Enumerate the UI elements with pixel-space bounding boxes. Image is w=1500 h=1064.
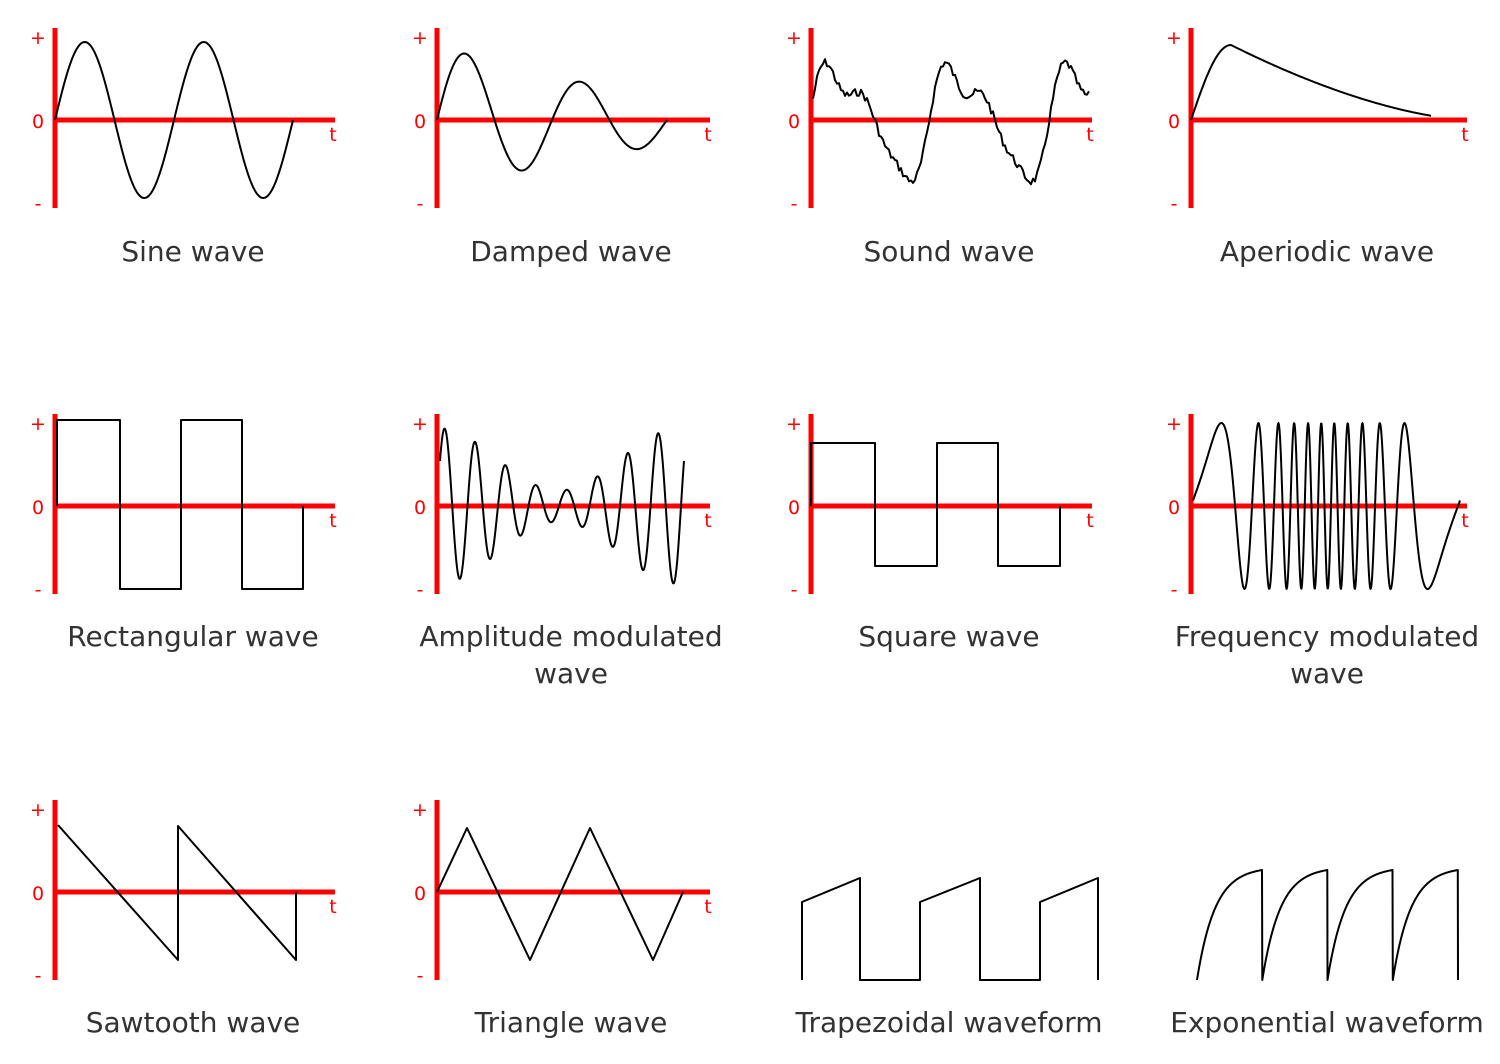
axis-label-minus: -: [417, 579, 424, 601]
axis-label-minus: -: [791, 193, 798, 215]
axis-label-zero: 0: [414, 111, 426, 133]
axis-label-time: t: [329, 510, 336, 532]
panel-title: Amplitude modulated: [419, 620, 722, 653]
axis-label-zero: 0: [1168, 111, 1180, 133]
panel-title: Exponential waveform: [1170, 1006, 1484, 1039]
axis-label-minus: -: [35, 579, 42, 601]
axis-label-time: t: [704, 124, 711, 146]
panel-title: Sawtooth wave: [86, 1006, 301, 1039]
axis-label-plus: +: [786, 27, 802, 49]
panel-title: Sound wave: [864, 235, 1035, 268]
sound-waveform: [812, 58, 1090, 186]
axis-label-time: t: [1461, 510, 1468, 532]
am-waveform: [439, 427, 685, 585]
axis-label-zero: 0: [32, 111, 44, 133]
axis-label-time: t: [1461, 124, 1468, 146]
sine-waveform: [54, 41, 294, 199]
trapezoidal-waveform: [801, 877, 1099, 981]
damped-waveform: [436, 52, 668, 172]
axis-label-minus: -: [1171, 579, 1178, 601]
fm-waveform: [1192, 422, 1461, 590]
axis-label-plus: +: [1166, 27, 1182, 49]
axis-label-time: t: [329, 124, 336, 146]
axis-label-zero: 0: [32, 497, 44, 519]
panel-title: wave: [534, 657, 608, 690]
panel-title: Trapezoidal waveform: [794, 1006, 1102, 1039]
axis-label-zero: 0: [788, 497, 800, 519]
exponential-waveform: [1196, 869, 1459, 981]
panel-title: Frequency modulated: [1175, 620, 1479, 653]
axis-label-plus: +: [30, 799, 46, 821]
panel-exponential: Exponential waveform: [1170, 869, 1484, 1039]
axis-label-zero: 0: [1168, 497, 1180, 519]
panel-title: Sine wave: [121, 235, 264, 268]
axis-label-zero: 0: [414, 497, 426, 519]
axis-label-time: t: [1086, 510, 1093, 532]
axis-label-time: t: [1086, 124, 1093, 146]
axis-label-minus: -: [417, 193, 424, 215]
panel-title: Triangle wave: [474, 1006, 668, 1039]
axis-label-plus: +: [30, 27, 46, 49]
axis-label-time: t: [329, 896, 336, 918]
axis-label-zero: 0: [32, 883, 44, 905]
rectangular-waveform: [56, 419, 304, 590]
panel-title: wave: [1290, 657, 1364, 690]
axis-label-time: t: [704, 896, 711, 918]
triangle-waveform: [436, 827, 684, 961]
axis-label-plus: +: [412, 413, 428, 435]
square-waveform: [810, 442, 1061, 567]
axis-label-zero: 0: [414, 883, 426, 905]
sawtooth-waveform: [57, 824, 297, 961]
axis-label-minus: -: [417, 965, 424, 987]
axis-label-plus: +: [30, 413, 46, 435]
panel-title: Square wave: [858, 620, 1039, 653]
panel-title: Damped wave: [470, 235, 672, 268]
axis-label-minus: -: [1171, 193, 1178, 215]
panel-trapezoidal: Trapezoidal waveform: [794, 877, 1103, 1039]
axis-label-plus: +: [412, 27, 428, 49]
axis-label-time: t: [704, 510, 711, 532]
axis-label-plus: +: [786, 413, 802, 435]
axis-label-plus: +: [412, 799, 428, 821]
axis-label-minus: -: [35, 193, 42, 215]
aperiodic-waveform: [1190, 44, 1432, 121]
panel-title: Aperiodic wave: [1220, 235, 1434, 268]
axis-label-plus: +: [1166, 413, 1182, 435]
axis-label-minus: -: [791, 579, 798, 601]
panel-title: Rectangular wave: [67, 620, 318, 653]
axis-label-zero: 0: [788, 111, 800, 133]
axis-label-minus: -: [35, 965, 42, 987]
